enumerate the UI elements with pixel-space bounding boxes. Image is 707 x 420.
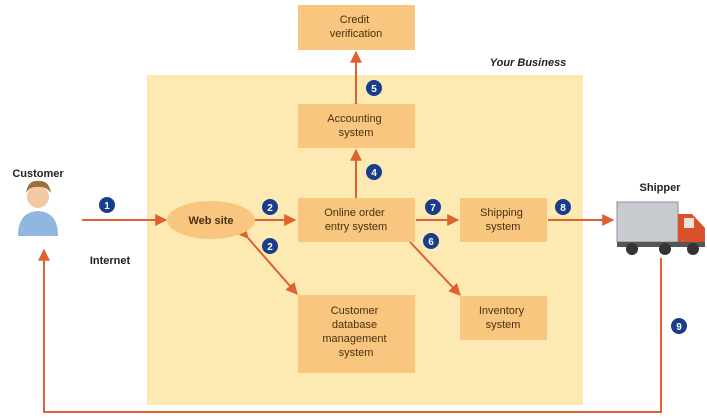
node-line: management <box>322 333 386 345</box>
node-line: Credit <box>340 14 369 26</box>
truck-icon <box>616 201 705 255</box>
step-badge-2: 2 <box>262 199 278 215</box>
node-line: Accounting <box>327 113 381 125</box>
node-line: Customer <box>331 305 379 317</box>
svg-text:Customer database: Customer database management system <box>322 305 389 359</box>
connectors <box>38 50 662 413</box>
node-line: Inventory <box>479 305 525 317</box>
svg-text:6: 6 <box>428 237 434 248</box>
node-line: Web site <box>188 215 233 227</box>
customer-label: Customer <box>12 168 64 180</box>
node-line: system <box>339 127 374 139</box>
node-online-order-entry-system: Online order entry system <box>298 198 415 242</box>
svg-text:2: 2 <box>267 203 273 214</box>
business-label: Your Business <box>490 57 567 69</box>
node-customer-database-management-system: Customer database management system <box>298 295 415 373</box>
step-badge-5: 5 <box>366 80 382 96</box>
node-line: Shipping <box>480 207 523 219</box>
internet-label: Internet <box>90 255 131 267</box>
step-badge-4: 4 <box>366 164 382 180</box>
svg-text:5: 5 <box>371 84 377 95</box>
step-badge-3: 2 <box>262 238 278 254</box>
node-shipping-system: Shipping system <box>460 198 547 242</box>
node-line: verification <box>330 28 383 40</box>
arrow-website-to-database <box>236 225 298 295</box>
svg-text:Web site: Web site <box>188 215 233 227</box>
svg-text:Inventory system: Inventory system <box>479 305 527 331</box>
node-line: Online order <box>324 207 385 219</box>
node-credit-verification: Credit verification <box>298 5 415 50</box>
step-badge-1: 1 <box>99 197 115 213</box>
step-badge-7: 7 <box>425 199 441 215</box>
node-line: system <box>339 347 374 359</box>
svg-text:Accounting system: Accounting system <box>327 113 385 139</box>
arrow-shipper-to-customer <box>38 248 662 413</box>
node-line: entry system <box>325 221 387 233</box>
svg-text:4: 4 <box>371 168 377 179</box>
svg-text:7: 7 <box>430 203 436 214</box>
step-badge-6: 6 <box>423 233 439 249</box>
svg-text:Credit verification: Credit verification <box>330 14 383 40</box>
node-web-site: Web site <box>167 201 255 239</box>
node-line: system <box>486 221 521 233</box>
node-accounting-system: Accounting system <box>298 104 415 148</box>
node-line: database <box>332 319 377 331</box>
shipper-label: Shipper <box>640 182 682 194</box>
arrow-order-to-inventory <box>409 241 461 296</box>
node-inventory-system: Inventory system <box>460 296 547 340</box>
svg-text:8: 8 <box>560 203 566 214</box>
svg-text:9: 9 <box>676 322 682 333</box>
svg-text:Shipping system: Shipping system <box>480 207 526 233</box>
svg-text:1: 1 <box>104 201 110 212</box>
step-badges: 1 2 2 4 5 6 7 8 9 <box>99 80 687 334</box>
step-badge-8: 8 <box>555 199 571 215</box>
svg-text:Online order entry syste: Online order entry system <box>324 207 388 233</box>
svg-text:2: 2 <box>267 242 273 253</box>
customer-person-icon <box>18 180 58 236</box>
step-badge-9: 9 <box>671 318 687 334</box>
node-line: system <box>486 319 521 331</box>
